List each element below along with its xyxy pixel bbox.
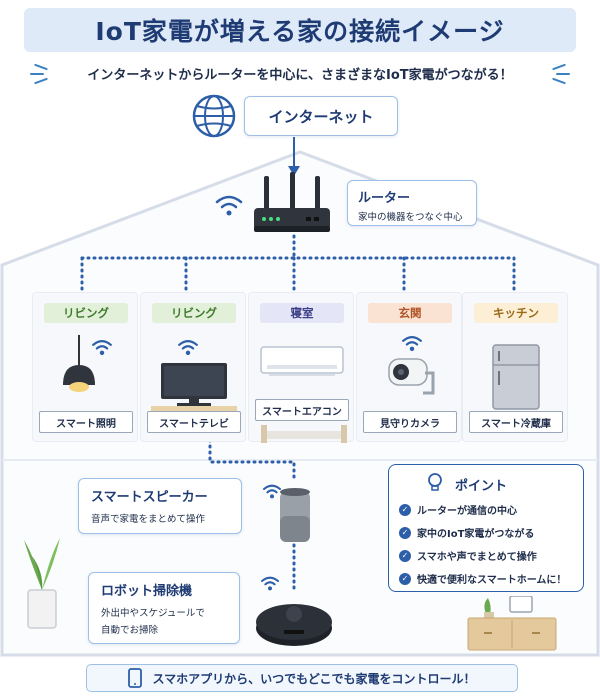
wifi-icon-speaker	[263, 484, 281, 499]
point-item-text: 快適で便利なスマートホームに！	[417, 575, 567, 586]
refrigerator-icon	[492, 344, 540, 410]
check-icon: ✓	[399, 526, 411, 539]
bed-icon	[261, 425, 347, 443]
sparkle-mark-left	[30, 73, 44, 75]
room-label: 玄関	[368, 303, 452, 323]
router-callout: ルーター 家中の機器をつなぐ中心	[347, 180, 477, 226]
point-summary-box: ポイント ✓ ルーターが通信の中心 ✓ 家中のIoT家電がつながる ✓ スマホや…	[388, 464, 584, 592]
robot-description-line1: 外出中やスケジュールで	[101, 608, 205, 619]
subtitle: インターネットからルーターを中心に、さまざまなIoT家電がつながる！	[20, 60, 580, 86]
point-item-text: スマホや声でまとめて操作	[417, 552, 537, 563]
router-description: 家中の機器をつなぐ中心	[358, 212, 463, 223]
footer-banner: スマホアプリから、いつでもどこでも家電をコントロール！	[86, 664, 518, 692]
room-card-living-light: リビング スマート照明	[32, 292, 138, 442]
wifi-icon-robot	[261, 576, 279, 591]
device-label: スマートテレビ	[147, 411, 241, 433]
sparkle-mark-right	[556, 73, 570, 75]
device-label: スマートエアコン	[255, 399, 349, 421]
room-card-entrance-camera: 玄関 見守りカメラ	[356, 292, 462, 442]
page-title: IoT家電が増える家の接続イメージ	[95, 17, 505, 46]
room-label: 寝室	[260, 303, 344, 323]
room-label: キッチン	[474, 303, 558, 323]
globe-icon	[192, 94, 236, 138]
device-label: スマート冷蔵庫	[469, 411, 563, 433]
smartphone-icon	[128, 668, 143, 688]
pendant-lamp-icon	[63, 335, 95, 392]
router-title: ルーター	[358, 191, 411, 206]
room-card-living-tv: リビング スマートテレビ	[140, 292, 246, 442]
internet-node: インターネット	[244, 96, 398, 136]
robot-description-line2: 自動でお掃除	[101, 625, 159, 636]
wifi-icon	[92, 340, 112, 356]
point-item: ✓ スマホや声でまとめて操作	[399, 548, 573, 563]
footer-text: スマホアプリから、いつでもどこでも家電をコントロール！	[152, 671, 476, 686]
robot-title: ロボット掃除機	[101, 584, 193, 599]
robot-vacuum-callout: ロボット掃除機 外出中やスケジュールで 自動でお掃除	[88, 572, 240, 644]
router-icon	[254, 172, 330, 232]
page-title-bar: IoT家電が増える家の接続イメージ	[24, 8, 576, 52]
point-item: ✓ ルーターが通信の中心	[399, 502, 573, 517]
plant-icon	[24, 538, 60, 629]
device-label: スマート照明	[39, 411, 133, 433]
point-item: ✓ 快適で便利なスマートホームに！	[399, 571, 573, 586]
point-item-text: ルーターが通信の中心	[417, 506, 517, 517]
room-label: リビング	[152, 303, 236, 323]
room-label: リビング	[44, 303, 128, 323]
room-card-bedroom-aircon: 寝室 スマートエアコン	[248, 292, 354, 443]
robot-vacuum-icon	[256, 604, 332, 646]
tv-icon	[151, 363, 237, 411]
room-card-kitchen-fridge: キッチン スマート冷蔵庫	[462, 292, 568, 442]
wifi-icon-router	[215, 195, 243, 216]
check-icon: ✓	[399, 549, 411, 562]
check-icon: ✓	[399, 572, 411, 585]
speaker-description: 音声で家電をまとめて操作	[91, 514, 206, 525]
sideboard-icon	[467, 596, 557, 651]
device-label: 見守りカメラ	[363, 411, 457, 433]
air-conditioner-icon	[260, 346, 344, 376]
point-title: ポイント	[455, 479, 508, 494]
check-icon: ✓	[399, 503, 411, 516]
lightbulb-icon	[428, 473, 442, 491]
security-camera-icon	[388, 358, 435, 395]
smart-speaker-icon	[280, 488, 310, 542]
point-item-text: 家中のIoT家電がつながる	[417, 529, 535, 540]
speaker-callout: スマートスピーカー 音声で家電をまとめて操作	[78, 478, 242, 534]
point-item: ✓ 家中のIoT家電がつながる	[399, 525, 573, 540]
speaker-title: スマートスピーカー	[91, 490, 208, 505]
wifi-icon	[402, 336, 422, 352]
internet-label: インターネット	[268, 107, 374, 126]
wifi-icon	[178, 340, 198, 356]
subtitle-text: インターネットからルーターを中心に、さまざまなIoT家電がつながる！	[87, 67, 513, 83]
